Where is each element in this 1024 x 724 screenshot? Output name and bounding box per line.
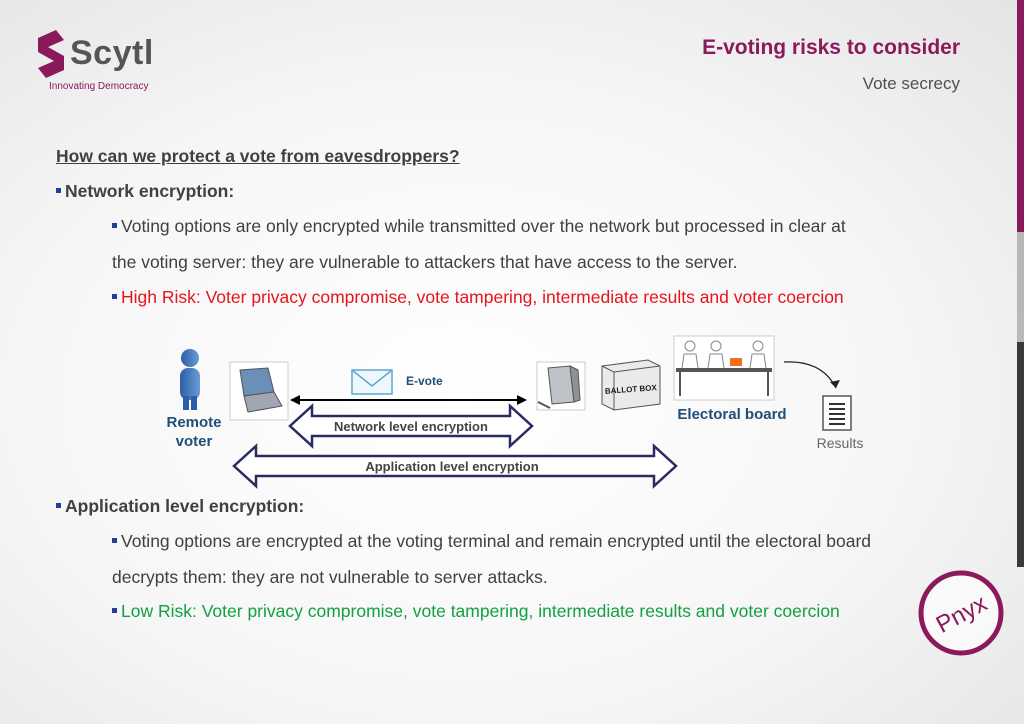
slide-subtitle: Vote secrecy	[862, 74, 960, 93]
application-line-1-text: Voting options are encrypted at the voti…	[121, 531, 872, 551]
application-encryption-arrow	[232, 443, 678, 489]
network-heading: Network encryption:	[56, 181, 234, 202]
slide-title: E-voting risks to consider	[702, 36, 960, 59]
network-arrow-label: Network level encryption	[334, 419, 488, 434]
encryption-diagram: Remote voter E-vote Network level encryp…	[166, 335, 864, 489]
logo-tagline: Innovating Democracy	[49, 81, 149, 92]
application-heading: Application level encryption:	[56, 496, 304, 517]
results-document-icon	[822, 395, 852, 431]
application-line-1: Voting options are encrypted at the voti…	[112, 531, 871, 552]
bullet-square	[112, 537, 117, 543]
bullet-square	[112, 222, 117, 228]
network-line-1-text: Voting options are only encrypted while …	[121, 216, 846, 236]
network-line-1: Voting options are only encrypted while …	[112, 216, 846, 237]
network-risk: High Risk: Voter privacy compromise, vot…	[112, 287, 844, 308]
network-encryption-arrow	[288, 403, 534, 449]
logo-text: Scytl	[70, 34, 154, 72]
evote-double-arrow	[290, 395, 527, 405]
remote-voter-label-2: voter	[176, 433, 213, 450]
application-risk-text: Low Risk: Voter privacy compromise, vote…	[121, 601, 840, 621]
bullet-square	[56, 187, 61, 193]
application-risk: Low Risk: Voter privacy compromise, vote…	[112, 601, 840, 622]
accent-bar-bottom	[1017, 342, 1024, 567]
question-heading: How can we protect a vote from eavesdrop…	[56, 146, 460, 166]
remote-voter-label-1: Remote	[166, 414, 221, 431]
results-label: Results	[817, 435, 864, 451]
evote-label: E-vote	[406, 374, 443, 388]
bullet-square	[112, 293, 117, 299]
laptop-icon	[229, 361, 289, 421]
person-icon	[180, 349, 200, 410]
ballot-box-label: BALLOT BOX	[605, 383, 658, 396]
bullet-square	[56, 502, 61, 508]
scytl-logo-icon	[38, 30, 64, 78]
curved-arrow-head	[830, 380, 840, 388]
curved-arrow	[783, 361, 837, 389]
pnyx-stamp-icon: Pnyx	[918, 570, 1004, 656]
accent-bar-top	[1017, 0, 1024, 232]
application-heading-text: Application level encryption:	[65, 496, 305, 516]
bullet-square	[112, 607, 117, 613]
electoral-board-icon	[673, 335, 775, 401]
ballot-box-icon: BALLOT BOX	[601, 359, 661, 411]
network-heading-text: Network encryption:	[65, 181, 235, 201]
network-line-2: the voting server: they are vulnerable t…	[112, 252, 738, 272]
accent-bar-mid	[1017, 232, 1024, 342]
envelope-icon	[351, 369, 393, 395]
network-risk-text: High Risk: Voter privacy compromise, vot…	[121, 287, 844, 307]
application-line-2: decrypts them: they are not vulnerable t…	[112, 567, 548, 587]
electoral-board-label: Electoral board	[677, 406, 786, 423]
application-arrow-label: Application level encryption	[365, 459, 538, 474]
server-icon	[536, 361, 586, 411]
